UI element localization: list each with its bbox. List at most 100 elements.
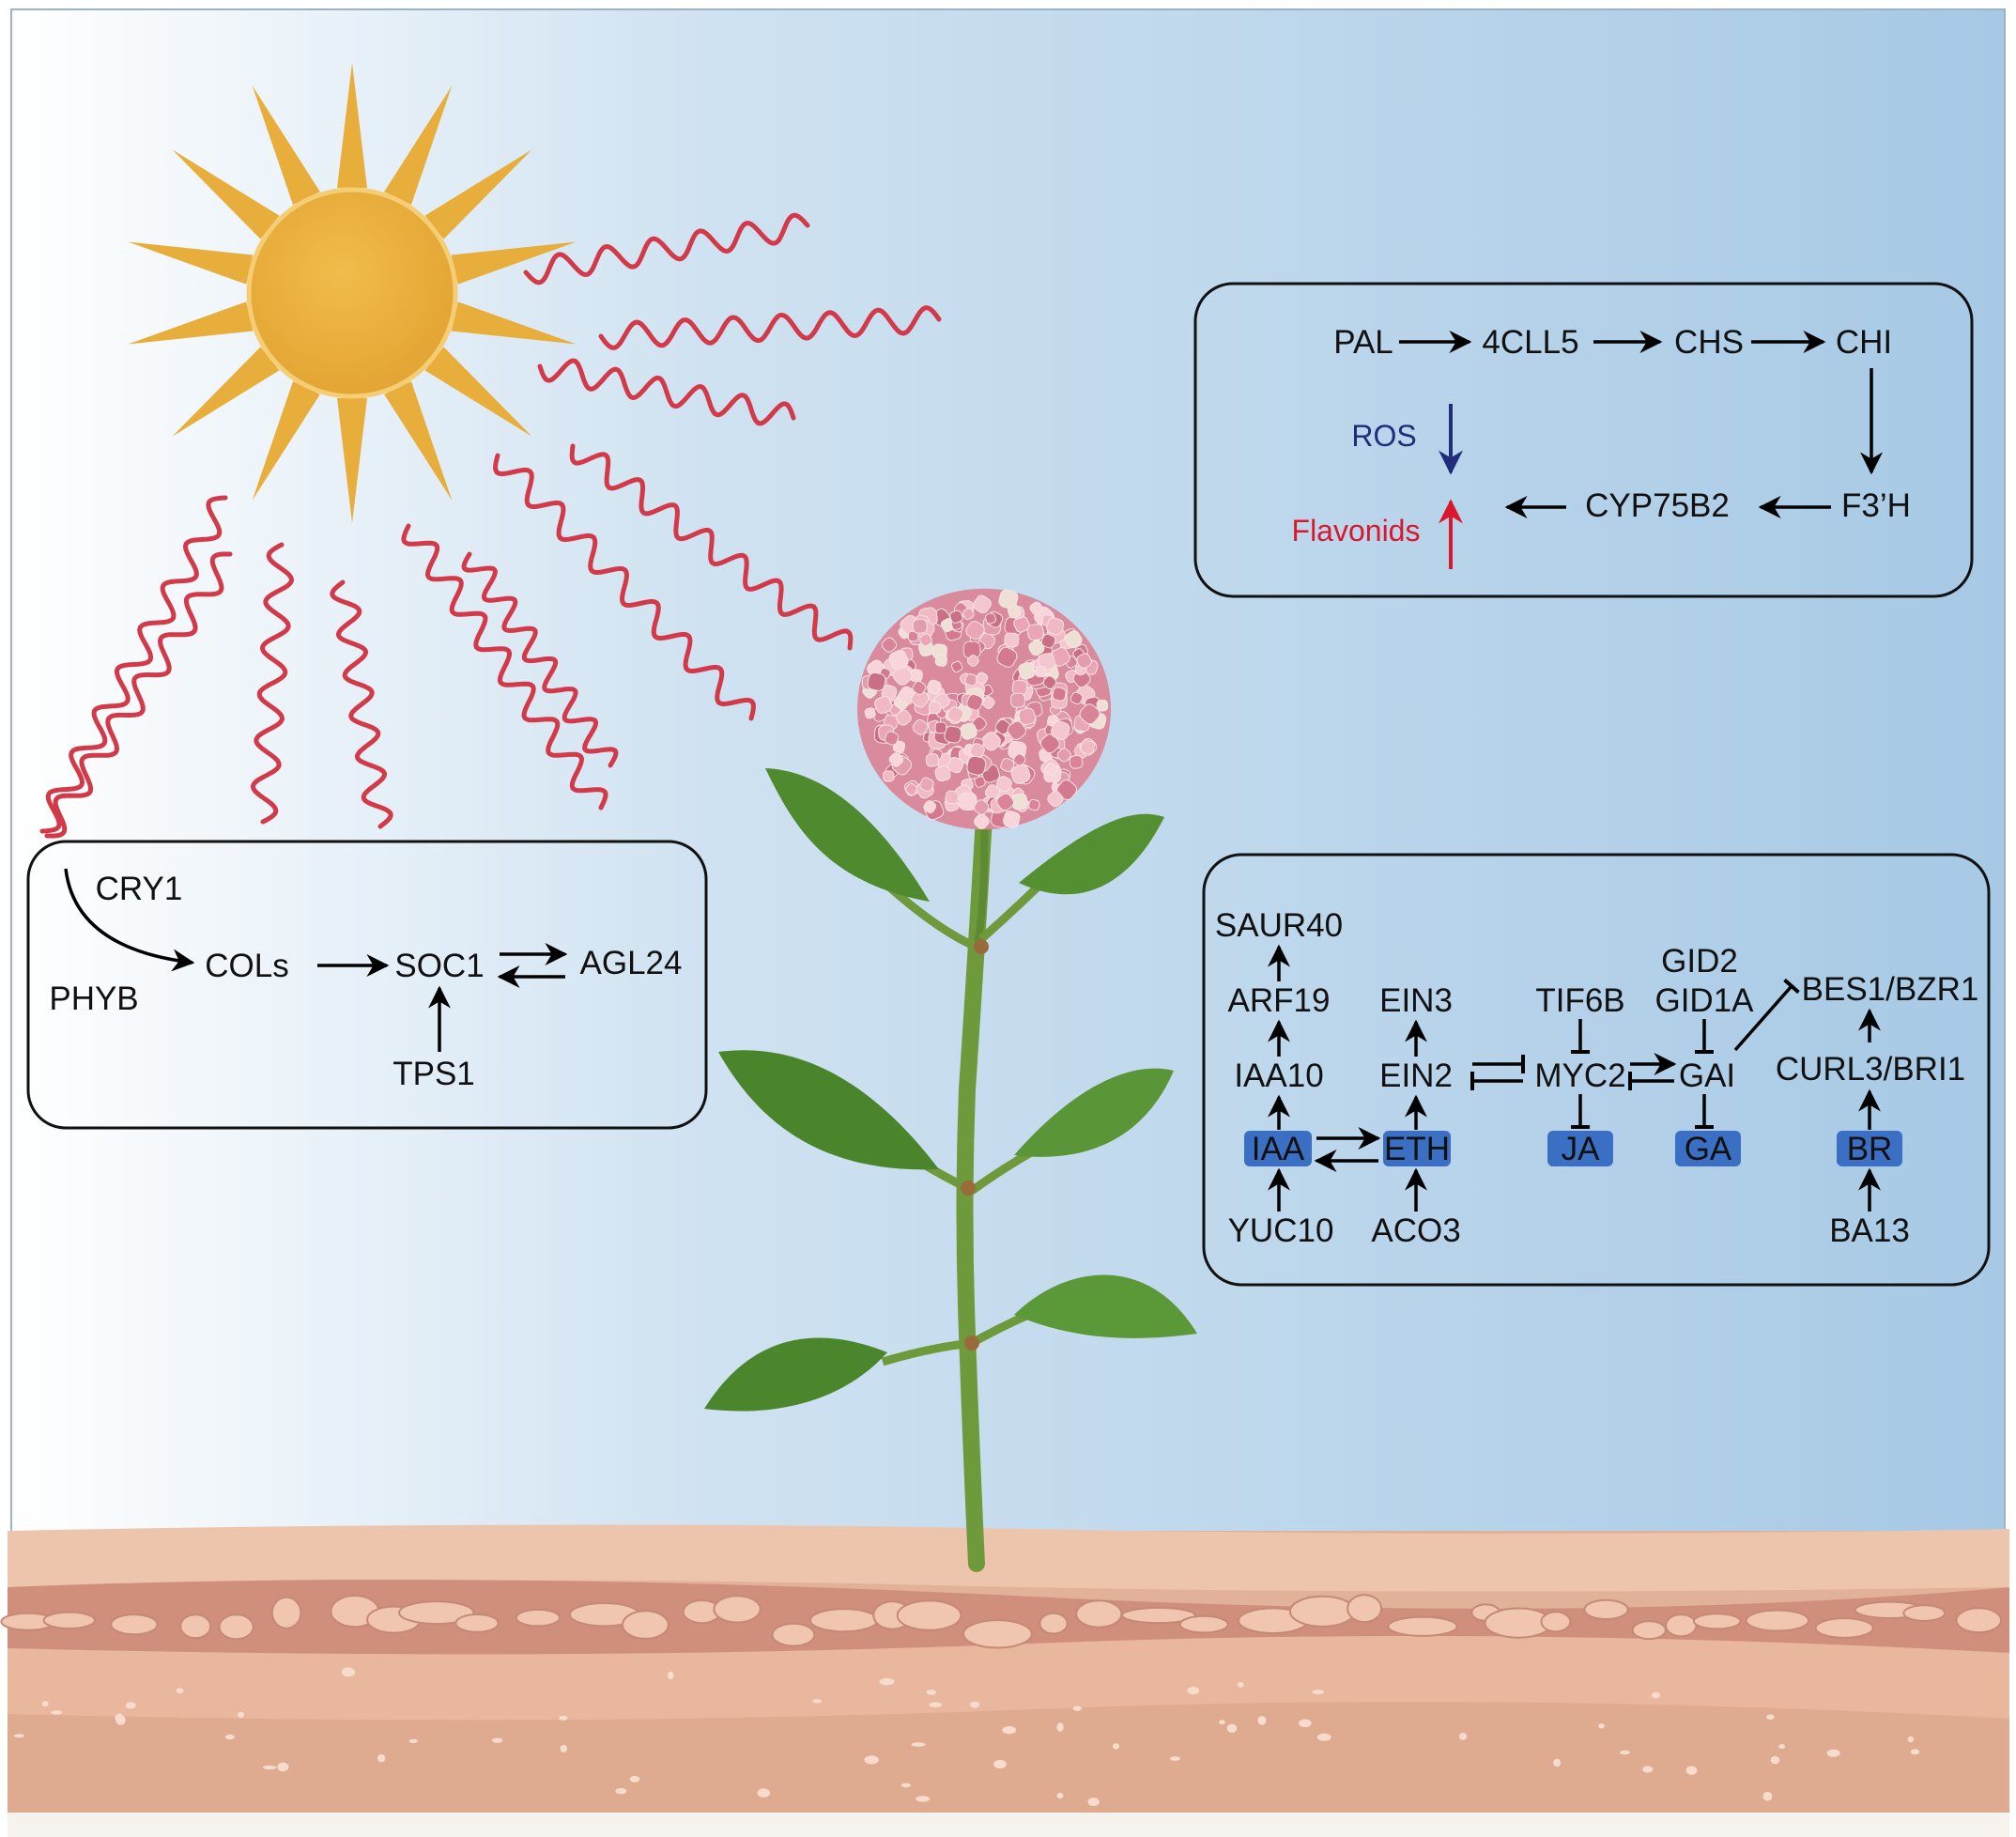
pebble — [398, 1600, 475, 1626]
gene-gid2: GID2 — [1661, 943, 1738, 980]
gene-yuc10: YUC10 — [1228, 1212, 1334, 1249]
soil-speck — [1826, 1749, 1840, 1757]
sun-ray — [337, 398, 367, 523]
flower-petal — [949, 610, 963, 624]
soil-pebbles — [0, 1594, 2003, 1807]
pebble — [1347, 1594, 1383, 1624]
soil-speck — [1257, 1716, 1267, 1725]
flower-petal — [995, 776, 1012, 793]
light-wave — [39, 495, 228, 834]
flower-petal — [1042, 675, 1057, 689]
flower-petal — [1064, 630, 1083, 649]
flower-petal — [1018, 662, 1036, 680]
soil-speck — [377, 1753, 386, 1763]
flower-petal — [1004, 632, 1020, 648]
gene-cry1: CRY1 — [96, 871, 183, 907]
sun-ray — [128, 301, 254, 345]
soil-speck — [879, 1677, 895, 1686]
flower-petal — [1079, 703, 1100, 725]
flowering-panel: CRY1 PHYB COLs SOC1 AGL24 TPS1 — [26, 840, 708, 1130]
gene-soc1: SOC1 — [394, 948, 484, 984]
arrow-cry1-cols — [64, 868, 195, 972]
hormone-iaa: IAA — [1252, 1131, 1305, 1167]
flower-petal — [934, 765, 951, 782]
flower-petal — [1009, 692, 1026, 708]
soil-speck — [238, 1711, 245, 1719]
flower-petal — [974, 813, 990, 829]
pebble — [1745, 1609, 1810, 1632]
flower-petal — [996, 793, 1015, 811]
hormone-br: BR — [1847, 1131, 1893, 1167]
light-wave — [461, 551, 619, 768]
gene-cyp75b2: CYP75B2 — [1585, 487, 1730, 524]
gene-tps1: TPS1 — [392, 1056, 475, 1092]
flower-petal — [1096, 699, 1109, 712]
pebble — [962, 1619, 1033, 1649]
soil-speck — [1087, 1798, 1100, 1807]
gene-myc2: MYC2 — [1534, 1057, 1625, 1094]
gene-aco3: ACO3 — [1371, 1212, 1460, 1249]
gene-agl24: AGL24 — [580, 945, 683, 981]
flower-petal — [944, 725, 962, 744]
soil-ground — [0, 1524, 2009, 1837]
flower-petal — [976, 672, 989, 685]
gene-tif6b: TIF6B — [1535, 982, 1624, 1019]
flower-petal — [881, 637, 898, 653]
soil-speck — [560, 1744, 567, 1753]
pebble — [1288, 1595, 1357, 1628]
gene-4cll5: 4CLL5 — [1482, 324, 1578, 361]
soil-speck — [916, 1796, 931, 1802]
hormone-panel: SAUR40 ARF19 IAA10 IAA YUC10 EIN3 EIN2 E… — [1202, 853, 1991, 1287]
pebble — [1120, 1606, 1196, 1625]
flower-petal — [1046, 617, 1065, 636]
sun-ray — [424, 347, 532, 437]
pebble — [1039, 1612, 1069, 1635]
soil-speck — [1642, 1766, 1654, 1773]
flower-petal — [1035, 666, 1047, 678]
flower-petal — [966, 755, 987, 776]
flower-petal — [1007, 720, 1026, 740]
soil-speck — [1219, 1720, 1225, 1725]
sun-rays — [128, 63, 577, 523]
pebble — [809, 1608, 879, 1633]
soil-speck — [408, 1738, 418, 1743]
gene-pal: PAL — [1333, 324, 1393, 361]
gene-chs: CHS — [1674, 324, 1744, 361]
pebble — [218, 1613, 254, 1641]
soil-speck — [176, 1688, 184, 1694]
soil-speck — [1778, 1744, 1786, 1750]
pebble — [270, 1596, 302, 1629]
pebble — [179, 1613, 212, 1640]
flower-petal — [964, 673, 977, 687]
soil-speck — [13, 1734, 24, 1738]
flower-petal — [927, 679, 942, 695]
soil-speck — [1651, 1691, 1661, 1699]
soil-speck — [115, 1713, 124, 1723]
gene-ein3: EIN3 — [1379, 982, 1453, 1019]
flower-petal — [966, 693, 983, 711]
soil-speck — [341, 1667, 356, 1677]
flower-petal — [950, 660, 963, 673]
leaves — [704, 768, 1197, 1412]
hormone-box-ja — [1547, 1131, 1613, 1166]
soil-speck — [262, 1765, 277, 1770]
flower-petal — [905, 782, 918, 796]
soil-speck — [224, 1734, 235, 1740]
pebble — [622, 1610, 669, 1640]
flower-petal — [1026, 624, 1044, 641]
flower-petal — [1070, 691, 1084, 705]
pebble — [1631, 1620, 1667, 1641]
soil-speck — [911, 1742, 926, 1747]
sun-ray — [252, 380, 320, 501]
flower-petal — [1028, 798, 1040, 811]
flower-petal — [1018, 707, 1037, 726]
flower-petal — [1076, 653, 1092, 669]
flower-petal — [1080, 739, 1096, 755]
flower-petal — [1003, 810, 1021, 828]
flower-petal — [934, 721, 947, 734]
sun-ray — [384, 380, 453, 501]
light-wave — [598, 305, 942, 350]
flower-petal — [874, 695, 893, 715]
flower-petal — [884, 731, 900, 746]
